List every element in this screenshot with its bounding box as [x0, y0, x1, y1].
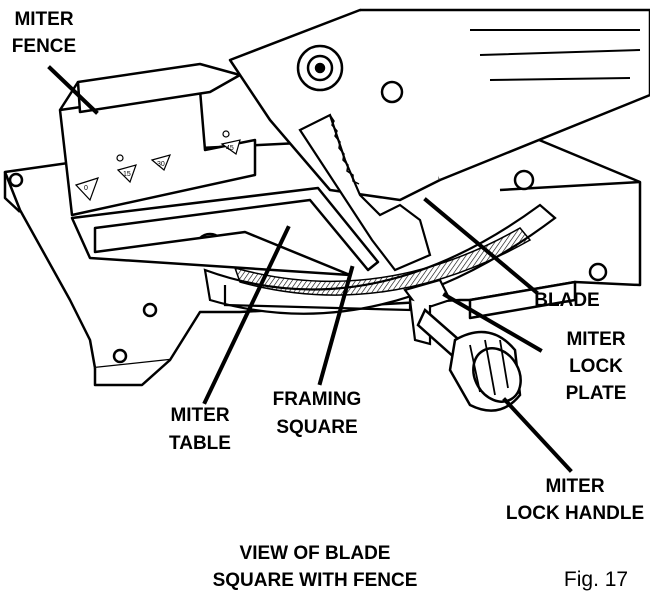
label-miter-lock-plate-line1: MITER — [566, 329, 625, 350]
fence-angle-marks: 0 15 30 45 — [74, 130, 241, 202]
label-miter-lock-plate-line3: PLATE — [566, 383, 627, 404]
label-miter-lock-handle-line2: LOCK HANDLE — [506, 503, 644, 524]
leader-blade — [423, 197, 539, 295]
figure-number: Fig. 17 — [564, 568, 628, 591]
label-miter-fence-line2: FENCE — [12, 36, 76, 57]
label-miter-table-line2: TABLE — [169, 433, 231, 454]
miter-table-shape — [203, 203, 557, 315]
leader-miter-table — [202, 225, 291, 405]
label-framing-square-line2: SQUARE — [276, 417, 357, 438]
label-framing-square-line1: FRAMING — [273, 389, 362, 410]
fence-mark-15: 15 — [123, 171, 131, 178]
label-miter-table-line1: MITER — [170, 405, 229, 426]
fence-mark-45: 45 — [226, 145, 234, 152]
caption-line2: SQUARE WITH FENCE — [213, 570, 418, 591]
label-miter-fence-line1: MITER — [14, 9, 73, 30]
label-miter-lock-plate-line2: LOCK — [569, 356, 623, 377]
fence-mark-30: 30 — [157, 161, 165, 168]
label-blade: BLADE — [534, 290, 599, 311]
leader-miter-lock-plate — [442, 292, 543, 353]
leader-miter-lock-handle — [502, 397, 573, 473]
leader-miter-fence — [47, 65, 99, 115]
framing-square-shape — [70, 186, 380, 277]
leader-framing-square — [317, 265, 355, 386]
blade-guard — [228, 8, 650, 202]
label-miter-lock-handle-line1: MITER — [545, 476, 604, 497]
callout-labels: MITER FENCE BLADE MITER LOCK PLATE FRAMI… — [12, 9, 644, 591]
saw-blade — [298, 113, 432, 272]
miter-scale — [233, 227, 532, 296]
caption-line1: VIEW OF BLADE — [240, 543, 391, 564]
miter-fence-shape — [58, 62, 257, 217]
fence-mark-0: 0 — [84, 185, 88, 192]
leader-lines — [47, 65, 573, 473]
miter-lock-handle-shape — [416, 307, 522, 412]
